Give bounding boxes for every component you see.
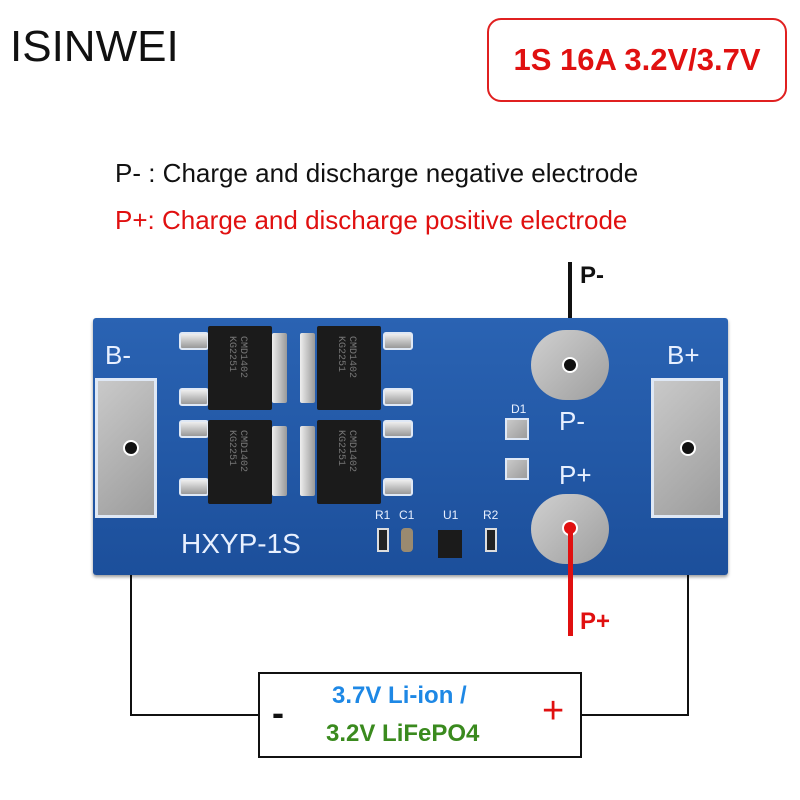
legend-p-minus: P- : Charge and discharge negative elect…: [115, 158, 639, 188]
d1-pad: [505, 418, 529, 440]
b-minus-terminal: [123, 440, 139, 456]
chip-marking: CMD1402 KG2251: [226, 336, 248, 379]
brand-name: ISINWEI: [10, 22, 179, 71]
chip-marking: CMD1402 KG2251: [335, 336, 357, 379]
b-plus-wire-h: [580, 714, 689, 716]
battery-line2: 3.2V LiFePO4: [326, 720, 480, 747]
r2-resistor: [485, 528, 497, 552]
b-plus-label: B+: [667, 340, 700, 370]
chip-marking: CMD1402 KG2251: [335, 430, 357, 473]
legend-p-plus: P+: Charge and discharge positive electr…: [115, 205, 628, 235]
model-label: HXYP-1S: [181, 528, 301, 559]
b-minus-wire-v: [130, 448, 132, 716]
b-minus-label: B-: [105, 340, 131, 370]
battery-box: - 3.7V Li-ion / 3.2V LiFePO4 +: [258, 672, 582, 758]
p-minus-terminal: [562, 357, 578, 373]
chip-lead: [179, 478, 209, 496]
c1-label: C1: [399, 508, 415, 522]
chip-lead: [179, 420, 209, 438]
p-plus-board-label: P+: [559, 460, 592, 490]
mosfet-chip: CMD1402 KG2251: [208, 420, 272, 504]
chip-lead: [383, 332, 413, 350]
chip-lead: [383, 420, 413, 438]
b-plus-wire-v: [687, 448, 689, 716]
r2-label: R2: [483, 508, 499, 522]
b-plus-terminal: [680, 440, 696, 456]
mosfet-chip: CMD1402 KG2251: [208, 326, 272, 410]
mosfet-tab: [300, 426, 315, 496]
mosfet-chip: CMD1402 KG2251: [317, 420, 381, 504]
mosfet-tab: [300, 333, 315, 403]
d1-label: D1: [511, 402, 527, 416]
c1-capacitor: [401, 528, 413, 552]
d1-pad: [505, 458, 529, 480]
mosfet-chip: CMD1402 KG2251: [317, 326, 381, 410]
battery-line1: 3.7V Li-ion /: [332, 682, 467, 709]
r1-resistor: [377, 528, 389, 552]
p-plus-wire-label: P+: [580, 608, 611, 635]
mosfet-tab: [272, 333, 287, 403]
u1-ic: [438, 530, 462, 558]
chip-lead: [383, 478, 413, 496]
r1-label: R1: [375, 508, 391, 522]
u1-label: U1: [443, 508, 459, 522]
chip-lead: [179, 332, 209, 350]
mosfet-tab: [272, 426, 287, 496]
chip-marking: CMD1402 KG2251: [226, 430, 248, 473]
p-minus-wire: [568, 262, 572, 366]
spec-badge: 1S 16A 3.2V/3.7V: [487, 18, 787, 102]
b-minus-wire-h: [130, 714, 260, 716]
p-minus-board-label: P-: [559, 406, 585, 436]
p-minus-wire-label: P-: [580, 262, 604, 289]
chip-lead: [179, 388, 209, 406]
battery-plus: +: [542, 690, 565, 732]
battery-minus: -: [272, 692, 284, 733]
chip-lead: [383, 388, 413, 406]
pcb-board: B- B+ CMD1402 KG2251 CMD1402 KG2251 CMD1…: [93, 318, 728, 575]
p-plus-wire: [568, 530, 573, 636]
